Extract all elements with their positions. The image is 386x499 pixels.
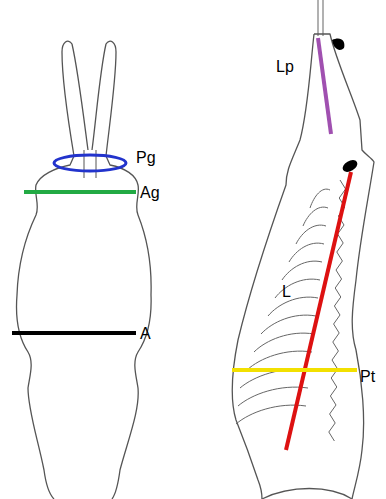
measure-label: Pg <box>136 149 156 167</box>
measure-label: Lp <box>276 58 294 76</box>
measure-label: Pt <box>360 368 375 386</box>
measure-label: L <box>282 283 291 301</box>
side-measure-lines <box>232 38 357 450</box>
tendon-mark <box>332 38 344 50</box>
dorsal-measure-lines <box>12 155 136 333</box>
dorsal-carcass-outline <box>17 41 152 499</box>
side-carcass-outline <box>232 0 374 499</box>
ribs-and-vertebrae <box>236 180 346 441</box>
measure-label: A <box>140 325 151 343</box>
measure-label: Ag <box>140 184 160 202</box>
